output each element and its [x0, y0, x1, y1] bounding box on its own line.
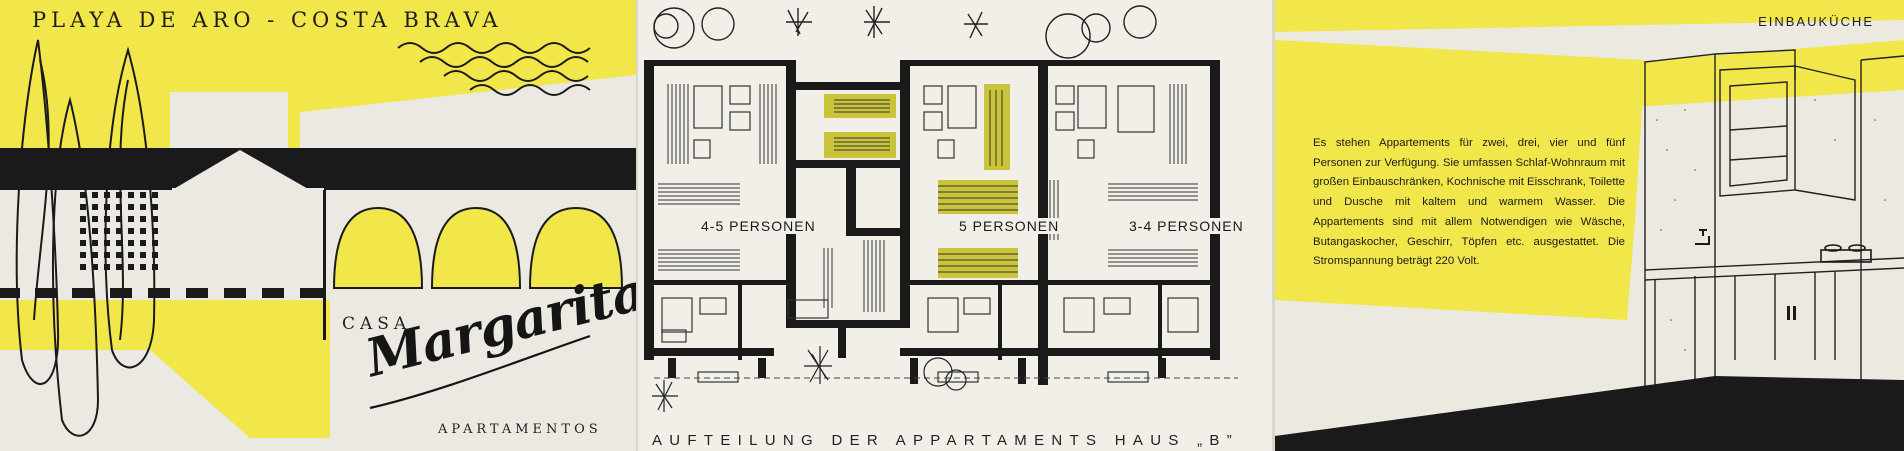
floorplan-drawing — [644, 5, 1238, 412]
kitchen-title: EINBAUKÜCHE — [1758, 14, 1874, 29]
room-label: 5 PERSONEN — [958, 218, 1061, 234]
kitchen-panel: EINBAUKÜCHE Es stehen Appartements für z… — [1275, 0, 1904, 451]
room-label: 4-5 PERSONEN — [700, 218, 817, 234]
apartamentos-label: APARTAMENTOS — [438, 422, 602, 437]
room-label: 3-4 PERSONEN — [1128, 218, 1245, 234]
cover-title: PLAYA DE ARO - COSTA BRAVA — [32, 8, 503, 32]
cover-illustration — [0, 0, 636, 438]
faucet-icon — [1695, 229, 1710, 245]
apartment-description: Es stehen Appartements für zwei, drei, v… — [1313, 137, 1625, 268]
casa-label: CASA — [342, 314, 412, 334]
kitchen-illustration — [1275, 0, 1904, 451]
floorplan-panel: 4-5 PERSONEN 5 PERSONEN 3-4 PERSONEN AUF… — [638, 0, 1272, 451]
stove-icon — [1820, 244, 1872, 263]
cover-panel: PLAYA DE ARO - COSTA BRAVA CASA Margarit… — [0, 0, 636, 451]
floorplan-caption: AUFTEILUNG DER APPARTAMENTS HAUS „B” — [652, 432, 1240, 449]
